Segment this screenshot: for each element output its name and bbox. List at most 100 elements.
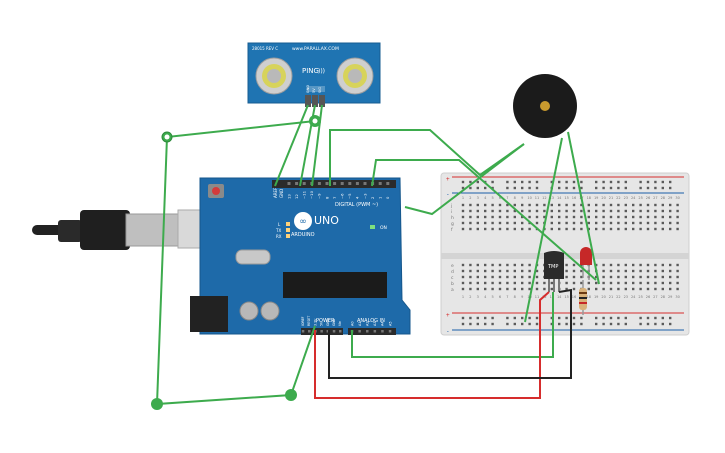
arduino-uno-board[interactable]: ∞ ARDUINO UNO DIGITAL (PWM ~) POWER ANAL…: [190, 177, 411, 335]
column-number: 18: [587, 295, 591, 299]
column-number: 2: [469, 295, 471, 299]
digital-pin-hole[interactable]: [325, 182, 329, 185]
tmp-label: TMP: [547, 264, 558, 270]
row-letter: f: [451, 227, 453, 233]
dc-power-jack[interactable]: [190, 296, 228, 332]
column-number: 10: [527, 196, 531, 200]
atmega-chip: [283, 272, 387, 298]
sensor-pin-2[interactable]: [312, 95, 318, 107]
power-pin-hole[interactable]: [339, 330, 342, 333]
column-number: 26: [646, 295, 650, 299]
arduino-infinity-glyph: ∞: [299, 217, 307, 227]
digital-pin-hole[interactable]: [302, 182, 306, 185]
digital-pin-hole[interactable]: [386, 182, 390, 185]
wire-pin2-led: [371, 159, 597, 281]
power-pin-label: GND: [326, 318, 330, 326]
sensor-pin-3[interactable]: [319, 95, 325, 107]
wire-buzzer: [329, 129, 525, 186]
column-number: 16: [572, 295, 576, 299]
column-number: 5: [491, 196, 493, 200]
sensor-pin-1[interactable]: [305, 95, 311, 107]
reset-button-cap[interactable]: [212, 187, 220, 195]
gnd-label: GND: [279, 189, 284, 198]
power-pin-hole[interactable]: [320, 330, 323, 333]
temperature-sensor[interactable]: TMP: [544, 251, 564, 292]
analog-pin-label: A0: [350, 321, 354, 326]
capacitor-2: [260, 301, 280, 321]
led-label-rx: RX: [276, 234, 282, 239]
arduino-model-label: UNO: [314, 214, 339, 227]
analog-pin-label: A5: [388, 321, 392, 326]
column-number: 1: [462, 196, 464, 200]
digital-pin-hole[interactable]: [363, 182, 367, 185]
ultrasonic-sensor[interactable]: www.PARALLAX.COM 28015 REV C PING ))) GN…: [247, 42, 381, 107]
wire-joint-bottom-right: [285, 389, 297, 401]
column-number: 25: [638, 196, 642, 200]
analog-header[interactable]: [348, 328, 396, 335]
column-number: 6: [499, 196, 501, 200]
power-pin-label: Vin: [338, 321, 342, 326]
arduino-logo-text: ARDUINO: [291, 232, 315, 238]
digital-pin-hole[interactable]: [348, 182, 352, 185]
digital-pin-hole[interactable]: [340, 182, 344, 185]
column-number: 12: [542, 196, 546, 200]
column-number: 29: [668, 196, 672, 200]
power-pin-hole[interactable]: [301, 330, 305, 333]
wire-buzzer-gnd: [524, 137, 563, 323]
sensor-pin-sig: SIG: [318, 87, 322, 93]
piezo-buzzer[interactable]: [513, 74, 577, 138]
column-number: 20: [601, 196, 605, 200]
power-pin-hole[interactable]: [308, 330, 311, 333]
column-number: 9: [521, 196, 523, 200]
column-number: 13: [550, 196, 554, 200]
column-number: 29: [668, 295, 672, 299]
wire-joint-top-left-inner: [164, 134, 170, 140]
digital-pin-hole[interactable]: [295, 182, 299, 185]
digital-header-label: DIGITAL (PWM ~): [335, 202, 378, 208]
row-letter: d: [451, 269, 454, 275]
row-letter: a: [451, 288, 454, 293]
power-pin-hole[interactable]: [332, 330, 336, 333]
crystal-oscillator: [235, 249, 271, 265]
digital-pin-hole[interactable]: [287, 182, 291, 185]
wire-buzzer-2: [404, 143, 525, 216]
usb-cable[interactable]: [32, 209, 213, 250]
digital-pin-hole[interactable]: [317, 182, 321, 185]
digital-pin-hole[interactable]: [333, 182, 337, 185]
led-rx: [286, 234, 290, 238]
wire-a0-tmp: [351, 292, 554, 358]
wire-buzzer-rail: [567, 131, 600, 285]
red-led[interactable]: [580, 247, 592, 280]
analog-pin-hole[interactable]: [388, 330, 392, 333]
resistor[interactable]: [579, 280, 587, 315]
sensor-pin-gnd: GND: [306, 85, 310, 93]
column-number: 11: [535, 196, 539, 200]
column-number: 28: [661, 196, 665, 200]
analog-pin-label: A4: [381, 321, 385, 326]
column-number: 30: [675, 196, 679, 200]
led-l: [286, 222, 290, 226]
digital-pin-hole[interactable]: [355, 182, 359, 185]
digital-pin-label: ~11: [302, 190, 307, 199]
column-number: 25: [638, 295, 642, 299]
digital-pin-label: 7: [332, 196, 337, 199]
column-number: 8: [514, 295, 516, 299]
analog-pin-label: A3: [373, 321, 377, 326]
analog-pin-hole[interactable]: [373, 330, 377, 333]
digital-pin-label: 4: [355, 196, 360, 199]
row-letter: c: [451, 276, 454, 281]
digital-pin-label: 13: [286, 194, 291, 199]
column-number: 28: [661, 295, 665, 299]
power-pin-hole[interactable]: [326, 330, 330, 333]
column-number: 20: [601, 295, 605, 299]
analog-pin-hole[interactable]: [366, 330, 369, 333]
breadboard-holes[interactable]: [461, 180, 679, 326]
column-number: 19: [594, 196, 598, 200]
analog-pin-hole[interactable]: [381, 330, 384, 333]
analog-pin-hole[interactable]: [358, 330, 361, 333]
digital-pin-hole[interactable]: [378, 182, 382, 185]
wires[interactable]: [151, 104, 600, 410]
digital-pin-label: 1: [378, 196, 383, 199]
